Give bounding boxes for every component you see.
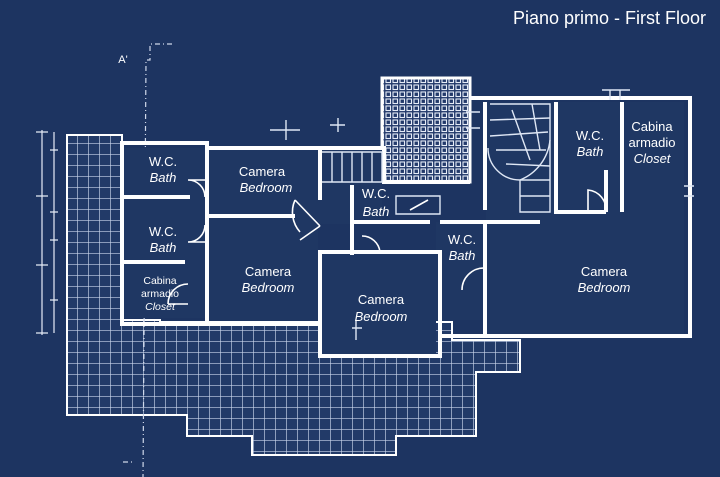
room-wc-1: W.C. Bath	[149, 154, 177, 185]
room-label-line1: Camera	[239, 164, 286, 179]
room-label-line2: Bedroom	[240, 180, 293, 195]
room-label-line2: Bath	[150, 170, 177, 185]
doors	[167, 179, 607, 305]
page-title: Piano primo - First Floor	[513, 8, 706, 28]
staircase-spiral	[487, 103, 551, 213]
room-bedroom-2: Camera Bedroom	[242, 264, 295, 295]
room-wc-right-lower: W.C. Bath	[448, 232, 476, 263]
room-label-line2: armadio	[141, 288, 179, 300]
light-well	[380, 76, 472, 184]
room-wc-right-upper: W.C. Bath	[576, 128, 604, 159]
room-label-line2: Bath	[577, 144, 604, 159]
dimension-line	[36, 130, 58, 335]
corridor-details	[270, 89, 694, 215]
room-label-line1: Cabina	[631, 119, 673, 134]
room-label-line1: W.C.	[362, 186, 390, 201]
room-label-line3: Closet	[145, 301, 176, 313]
room-label-line2: armadio	[629, 135, 676, 150]
staircase-left	[322, 151, 383, 183]
room-label-line2: Bath	[363, 204, 390, 219]
room-closet-right: Cabina armadio Closet	[629, 119, 676, 166]
room-label-line2: Bath	[150, 240, 177, 255]
room-label-line2: Bath	[449, 248, 476, 263]
room-label-line1: Cabina	[143, 275, 176, 287]
room-label-line2: Bedroom	[578, 280, 631, 295]
terrace-grid	[66, 134, 521, 456]
room-closet-left: Cabina armadio Closet	[141, 275, 179, 313]
room-label-line1: W.C.	[149, 224, 177, 239]
room-label-line1: W.C.	[448, 232, 476, 247]
room-label-line3: Closet	[634, 151, 672, 166]
section-mark-top: A'	[118, 54, 127, 66]
room-label-line1: Camera	[358, 292, 405, 307]
wall-notches	[352, 111, 480, 340]
room-label-line1: Camera	[245, 264, 292, 279]
room-label-line1: W.C.	[576, 128, 604, 143]
room-label-line2: Bedroom	[355, 309, 408, 324]
room-label-line2: Bedroom	[242, 280, 295, 295]
room-wc-2: W.C. Bath	[149, 224, 177, 255]
room-bedroom-center: Camera Bedroom	[355, 292, 408, 324]
room-label-line1: W.C.	[149, 154, 177, 169]
room-bedroom-1: Camera Bedroom	[239, 164, 293, 195]
room-bedroom-right: Camera Bedroom	[578, 264, 631, 295]
room-wc-center: W.C. Bath	[362, 186, 390, 219]
room-label-line1: Camera	[581, 264, 628, 279]
